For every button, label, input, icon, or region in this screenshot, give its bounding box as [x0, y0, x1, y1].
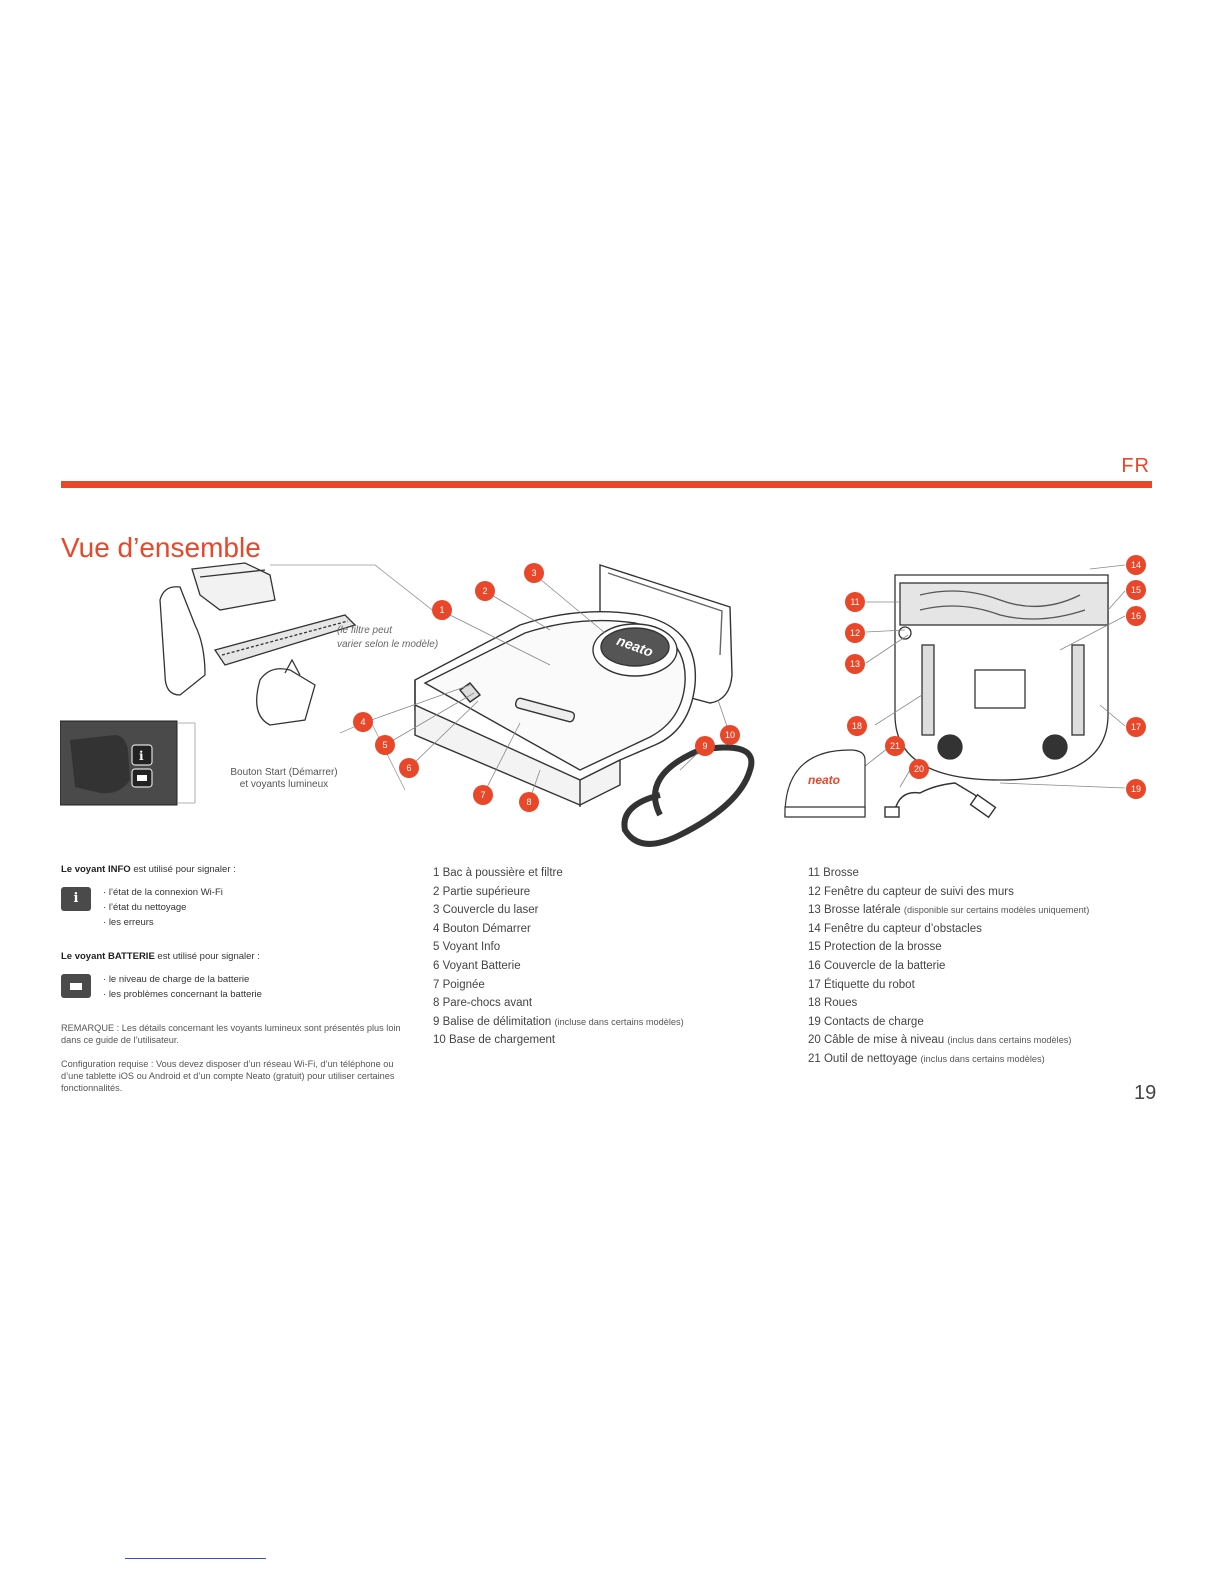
header-rule — [61, 481, 1152, 488]
callout-6: 6 — [406, 763, 411, 773]
list-item: 3 Couvercle du laser — [433, 904, 539, 917]
list-item: 14 Fenêtre du capteur d’obstacles — [808, 922, 982, 935]
list-item: 20 Câble de mise à niveau (inclus dans c… — [808, 1034, 1072, 1047]
callout-8: 8 — [526, 797, 531, 807]
info-icon: i — [139, 749, 144, 763]
cleaning-tool-illustration — [784, 749, 866, 818]
callout-4: 4 — [360, 717, 365, 727]
page-number: 19 — [1134, 1082, 1157, 1104]
callout-21: 21 — [890, 741, 900, 751]
battery-icon — [61, 974, 91, 998]
callout-20: 20 — [914, 764, 924, 774]
list-item: 4 Bouton Démarrer — [433, 922, 531, 935]
list-item: 15 Protection de la brosse — [808, 941, 942, 954]
list-item: 5 Voyant Info — [433, 941, 501, 954]
list-item: les problèmes concernant la batterie — [103, 987, 262, 1002]
list-item: les erreurs — [103, 915, 223, 930]
callout-3: 3 — [531, 568, 536, 578]
callout-17: 17 — [1131, 722, 1141, 732]
list-item: le niveau de charge de la batterie — [103, 972, 262, 987]
indicator-info: Le voyant INFO est utilisé pour signaler… — [61, 863, 401, 1106]
battery-heading: Le voyant BATTERIE est utilisé pour sign… — [61, 951, 260, 962]
parts-list-11-21: 11 Brosse 12 Fenêtre du capteur de suivi… — [808, 865, 1089, 1070]
robot-top-illustration — [414, 564, 755, 847]
callouts — [353, 555, 1146, 812]
note-requirements: Configuration requise : Vous devez dispo… — [61, 1059, 395, 1093]
language-label: FR — [1121, 455, 1150, 477]
info-indicator-row: i l’état de la connexion Wi-Fi l’état du… — [61, 885, 401, 930]
callout-1: 1 — [439, 605, 444, 615]
button-panel-photo: i — [60, 720, 178, 806]
list-item: 7 Poignée — [433, 978, 485, 991]
filter-note-line2: varier selon le modèle) — [337, 639, 438, 650]
list-item: 21 Outil de nettoyage (inclus dans certa… — [808, 1052, 1045, 1065]
list-item: 6 Voyant Batterie — [433, 959, 521, 972]
callout-9: 9 — [702, 741, 707, 751]
list-item: 12 Fenêtre du capteur de suivi des murs — [808, 885, 1014, 898]
list-item: l’état du nettoyage — [103, 900, 223, 915]
list-item: 19 Contacts de charge — [808, 1015, 924, 1028]
list-item: 18 Roues — [808, 997, 858, 1010]
battery-list: le niveau de charge de la batterie les p… — [103, 972, 262, 1002]
list-item: 16 Couvercle de la batterie — [808, 959, 946, 972]
list-item: 8 Pare-chocs avant — [433, 997, 533, 1010]
callout-2: 2 — [482, 586, 487, 596]
footer-link-line[interactable] — [125, 1558, 266, 1559]
list-item: 11 Brosse — [808, 867, 859, 879]
start-label-line1: Bouton Start (Démarrer) — [230, 767, 337, 778]
callout-16: 16 — [1131, 611, 1141, 621]
callout-11: 11 — [850, 597, 859, 607]
info-heading: Le voyant INFO est utilisé pour signaler… — [61, 864, 236, 875]
upgrade-cable-illustration — [884, 782, 997, 819]
parts-list-1-10: 1 Bac à poussière et filtre 2 Partie sup… — [433, 865, 684, 1051]
list-item: 17 Étiquette du robot — [808, 978, 915, 991]
page-title: Vue d’ensemble — [61, 531, 261, 563]
callout-7: 7 — [480, 790, 485, 800]
dustbin-illustration — [159, 562, 357, 726]
callout-5: 5 — [382, 740, 387, 750]
callout-14: 14 — [1131, 560, 1141, 570]
list-item: 9 Balise de délimitation (incluse dans c… — [433, 1015, 684, 1028]
robot-bottom-illustration — [894, 574, 1109, 781]
callout-18: 18 — [852, 721, 862, 731]
list-item: 2 Partie supérieure — [433, 885, 531, 898]
overview-figure: (le filtre peut varier selon le modèle) … — [60, 555, 1146, 847]
list-item: l’état de la connexion Wi-Fi — [103, 885, 223, 900]
battery-indicator-row: le niveau de charge de la batterie les p… — [61, 972, 401, 1002]
info-icon: i — [61, 887, 91, 911]
filter-note-line1: (le filtre peut — [337, 625, 393, 636]
neato-logo-tool: neato — [808, 773, 840, 787]
callout-12: 12 — [850, 628, 860, 638]
list-item: 1 Bac à poussière et filtre — [433, 867, 563, 879]
info-list: l’état de la connexion Wi-Fi l’état du n… — [103, 885, 223, 930]
callout-15: 15 — [1131, 585, 1141, 595]
list-item: 13 Brosse latérale (disponible sur certa… — [808, 904, 1090, 917]
list-item: 10 Base de chargement — [433, 1034, 556, 1047]
callout-13: 13 — [850, 659, 860, 669]
callout-10: 10 — [725, 730, 735, 740]
battery-icon — [137, 775, 147, 781]
callout-19: 19 — [1131, 784, 1141, 794]
note-remark: REMARQUE : Les détails concernant les vo… — [61, 1023, 401, 1045]
start-label-line2: et voyants lumineux — [240, 779, 328, 790]
